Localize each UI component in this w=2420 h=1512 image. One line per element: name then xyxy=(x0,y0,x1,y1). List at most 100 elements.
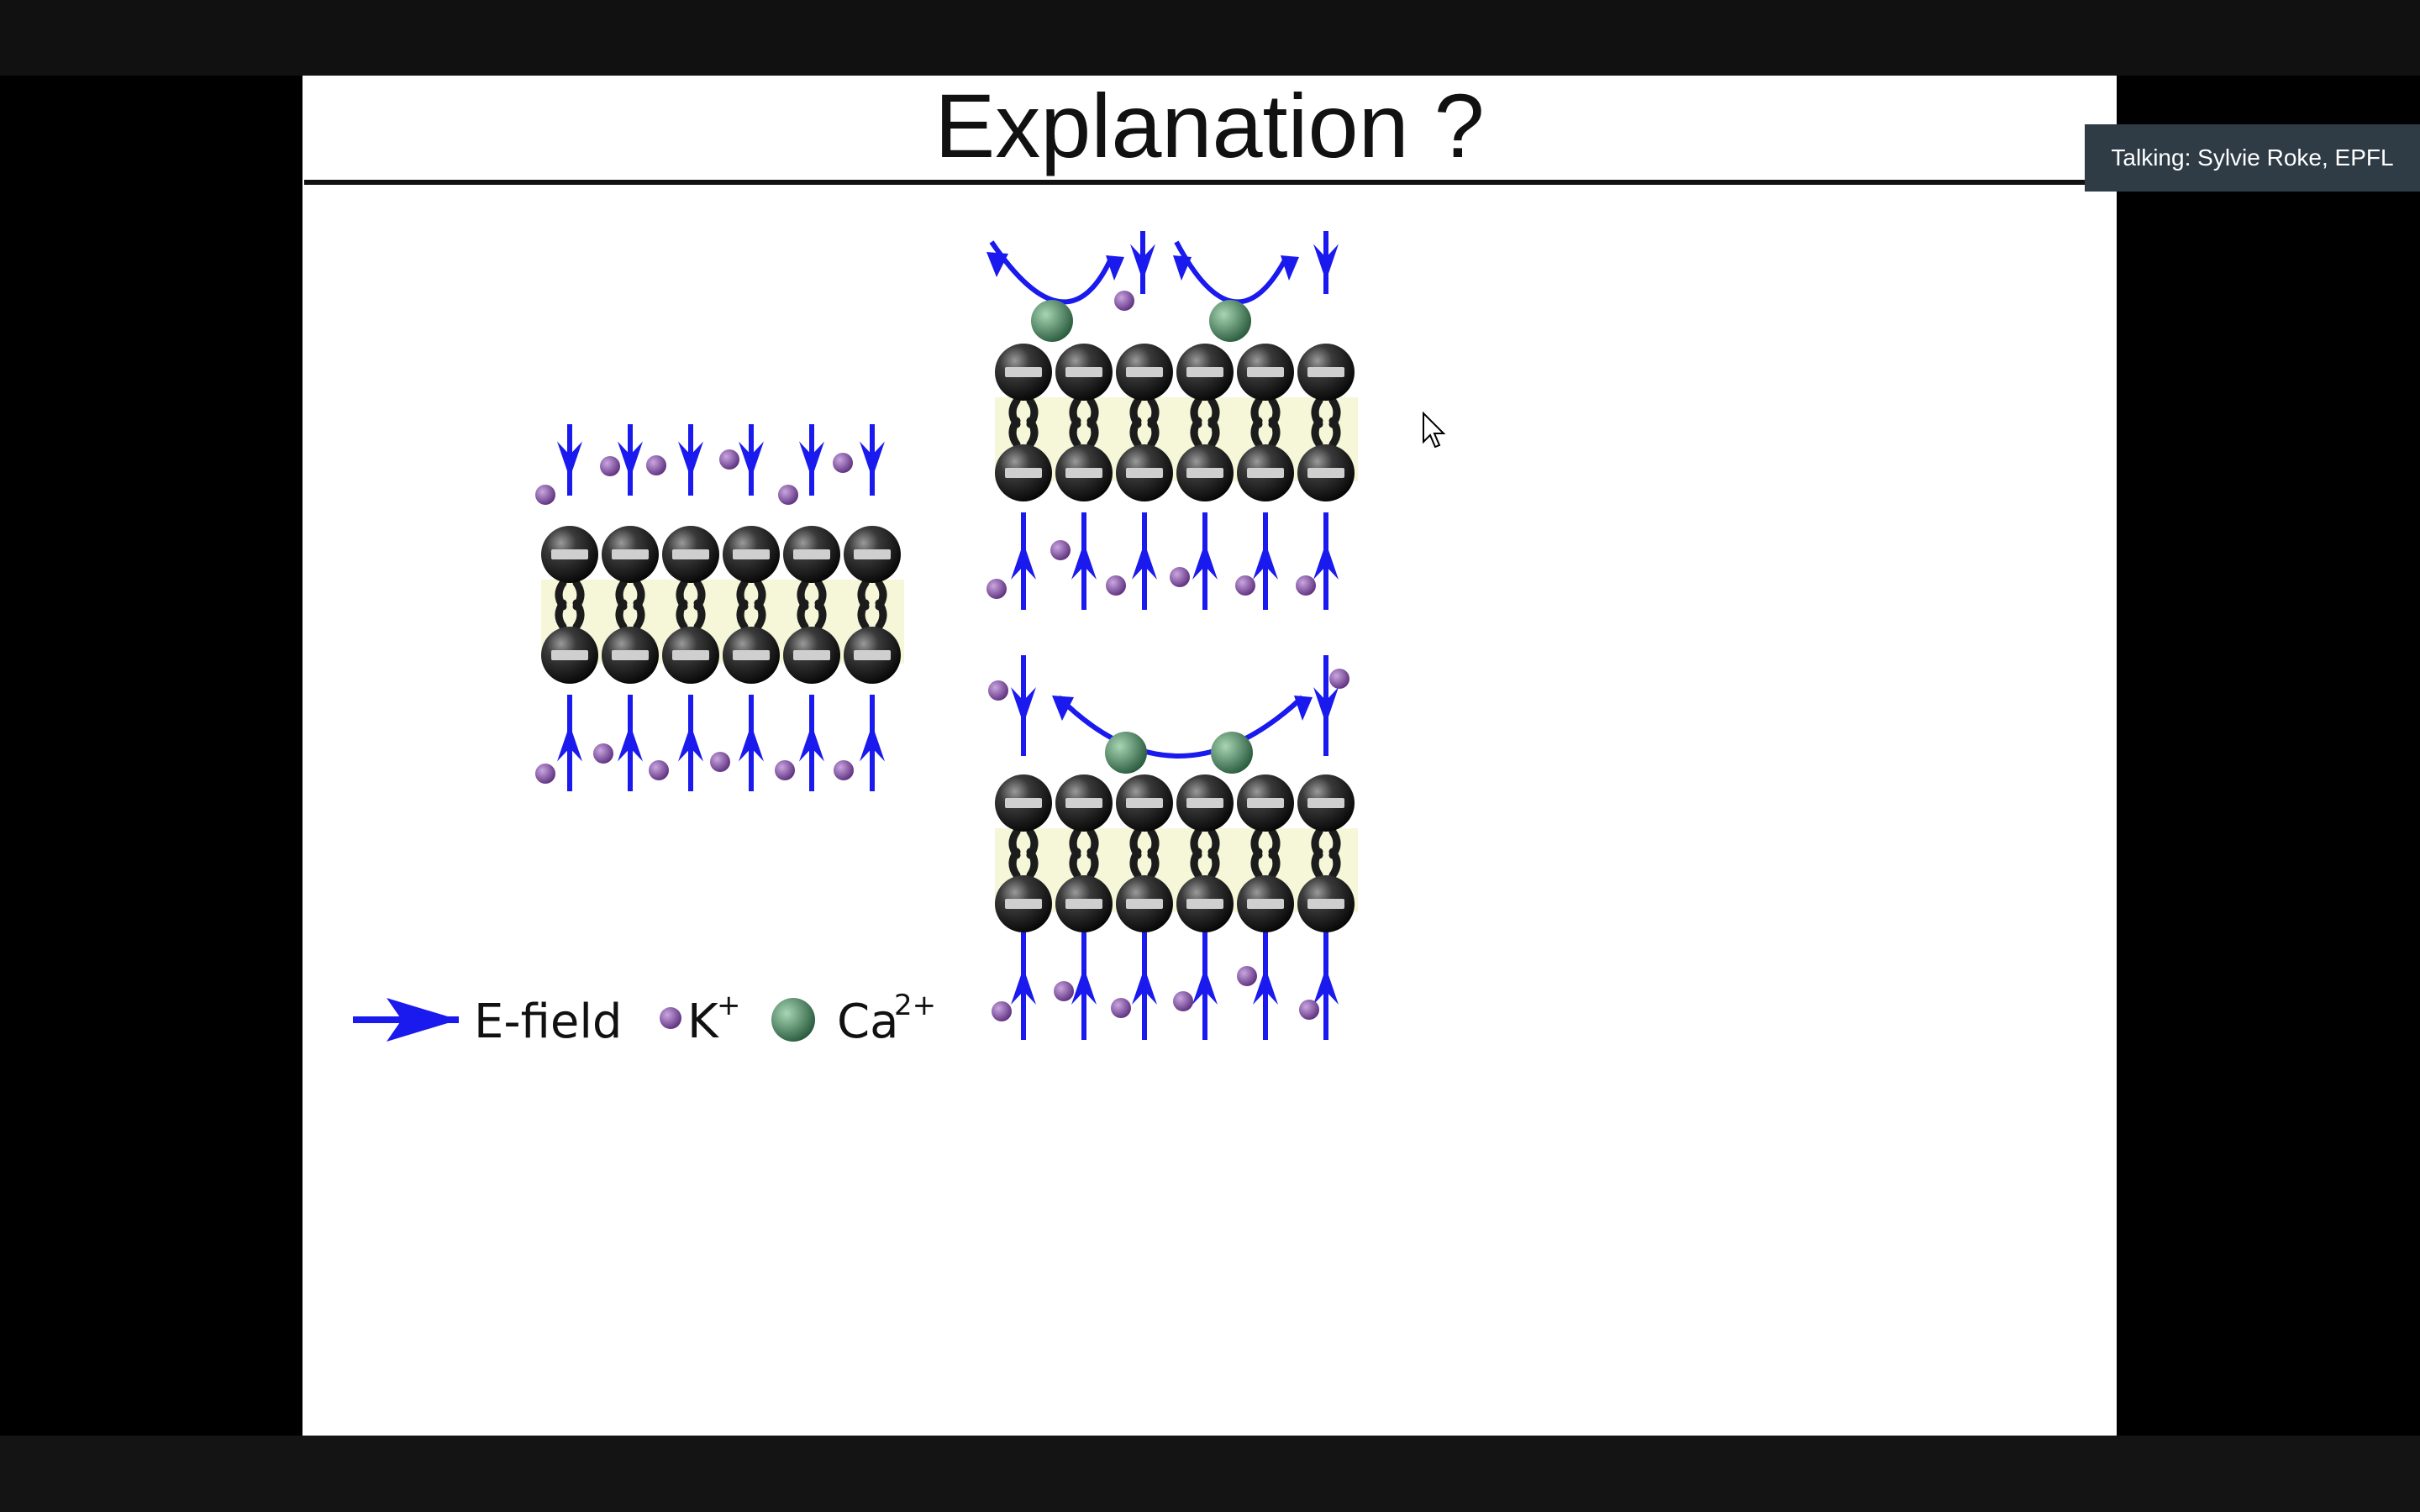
efield-arrowhead xyxy=(860,441,885,479)
ca-ion xyxy=(1105,732,1147,774)
slide-title: Explanation ? xyxy=(934,76,1485,176)
lipid-tail-band xyxy=(995,828,1358,912)
lipid-tail xyxy=(754,599,766,631)
lipid-tail xyxy=(1147,848,1160,879)
efield-arrowhead xyxy=(1313,687,1339,724)
k-ion xyxy=(1296,575,1316,596)
efield-arrowhead xyxy=(557,441,582,479)
lipid-tail xyxy=(1129,848,1142,879)
negative-charge-sign xyxy=(793,650,830,660)
k-ion xyxy=(833,453,853,473)
k-ion xyxy=(1114,291,1134,311)
efield-arrowhead xyxy=(1192,968,1218,1005)
top-bar xyxy=(0,0,2420,76)
negative-charge-sign xyxy=(1247,899,1284,909)
efield-arrowhead xyxy=(557,724,582,762)
negative-charge-sign xyxy=(672,549,709,559)
efield-arrowhead xyxy=(1192,543,1218,580)
membrane-without-calcium xyxy=(535,424,904,791)
k-ion xyxy=(1106,575,1126,596)
negative-charge-sign xyxy=(854,549,891,559)
negative-charge-sign xyxy=(1005,367,1042,377)
k-ion xyxy=(1237,966,1257,986)
k-label: K xyxy=(687,995,719,1049)
k-ion xyxy=(1235,575,1255,596)
lipid-tail xyxy=(875,599,887,631)
negative-charge-sign xyxy=(1186,798,1223,808)
k-ion xyxy=(535,764,555,784)
k-ion-icon xyxy=(660,1007,681,1029)
negative-charge-sign xyxy=(1307,367,1344,377)
efield-arrowhead xyxy=(799,441,824,479)
lipid-tail xyxy=(1328,848,1341,879)
lipid-tail xyxy=(736,599,749,631)
ca-ion xyxy=(1211,732,1253,774)
k-ion xyxy=(988,680,1008,701)
efield-arrowhead xyxy=(1011,687,1036,724)
efield-arrowhead xyxy=(1130,244,1155,281)
ca-label: Ca xyxy=(837,995,898,1049)
negative-charge-sign xyxy=(854,650,891,660)
negative-charge-sign xyxy=(1307,468,1344,478)
lipid-tail xyxy=(1250,417,1263,449)
negative-charge-sign xyxy=(1065,468,1102,478)
negative-charge-sign xyxy=(672,650,709,660)
efield-arrowhead xyxy=(678,724,703,762)
k-ion xyxy=(1054,981,1074,1001)
lipid-tail xyxy=(693,599,706,631)
lipid-tail xyxy=(1250,848,1263,879)
lipid-tail xyxy=(857,599,870,631)
efield-arrowhead xyxy=(1071,543,1097,580)
ca-ion-icon xyxy=(771,998,815,1042)
negative-charge-sign xyxy=(793,549,830,559)
k-ion xyxy=(986,579,1007,599)
efield-arrowhead xyxy=(1132,968,1157,1005)
efield-arrowhead xyxy=(1011,543,1036,580)
k-ion xyxy=(1111,998,1131,1018)
negative-charge-sign xyxy=(1005,468,1042,478)
negative-charge-sign xyxy=(1307,899,1344,909)
efield-arrowhead xyxy=(1253,968,1278,1005)
k-ion xyxy=(775,760,795,780)
k-ion xyxy=(1173,991,1193,1011)
efield-arrowhead xyxy=(1281,255,1299,281)
lipid-tail xyxy=(1008,848,1021,879)
bottom-bar xyxy=(0,1436,2420,1512)
negative-charge-sign xyxy=(1247,367,1284,377)
negative-charge-sign xyxy=(551,650,588,660)
negative-charge-sign xyxy=(1186,468,1223,478)
negative-charge-sign xyxy=(612,650,649,660)
efield-arrowhead xyxy=(1253,543,1278,580)
negative-charge-sign xyxy=(1126,367,1163,377)
k-ion xyxy=(646,455,666,475)
k-ion xyxy=(1050,540,1071,560)
lipid-tail xyxy=(1207,417,1220,449)
title-divider xyxy=(304,180,2111,185)
efield-curve xyxy=(989,240,1113,305)
k-ion xyxy=(834,760,854,780)
efield-arrowhead xyxy=(1173,255,1192,281)
efield-arrowhead xyxy=(860,724,885,762)
negative-charge-sign xyxy=(1247,798,1284,808)
negative-charge-sign xyxy=(1065,798,1102,808)
efield-arrowhead xyxy=(1106,255,1124,281)
lipid-tail xyxy=(615,599,628,631)
efield-arrowhead xyxy=(739,724,764,762)
lipid-tail xyxy=(1268,848,1281,879)
negative-charge-sign xyxy=(1126,468,1163,478)
lipid-tail xyxy=(814,599,827,631)
lipid-tail xyxy=(1268,417,1281,449)
lipid-tail xyxy=(1026,848,1039,879)
efield-arrowhead xyxy=(678,441,703,479)
efield-curve xyxy=(1174,240,1288,305)
lipid-tail xyxy=(1190,848,1202,879)
lipid-tail-band xyxy=(995,397,1358,481)
negative-charge-sign xyxy=(1307,798,1344,808)
lipid-tail xyxy=(1129,417,1142,449)
k-ion xyxy=(1299,1000,1319,1020)
negative-charge-sign xyxy=(1065,899,1102,909)
k-ion xyxy=(1170,567,1190,587)
efield-curve xyxy=(1056,695,1305,759)
negative-charge-sign xyxy=(612,549,649,559)
efield-arrowhead xyxy=(1011,968,1036,1005)
